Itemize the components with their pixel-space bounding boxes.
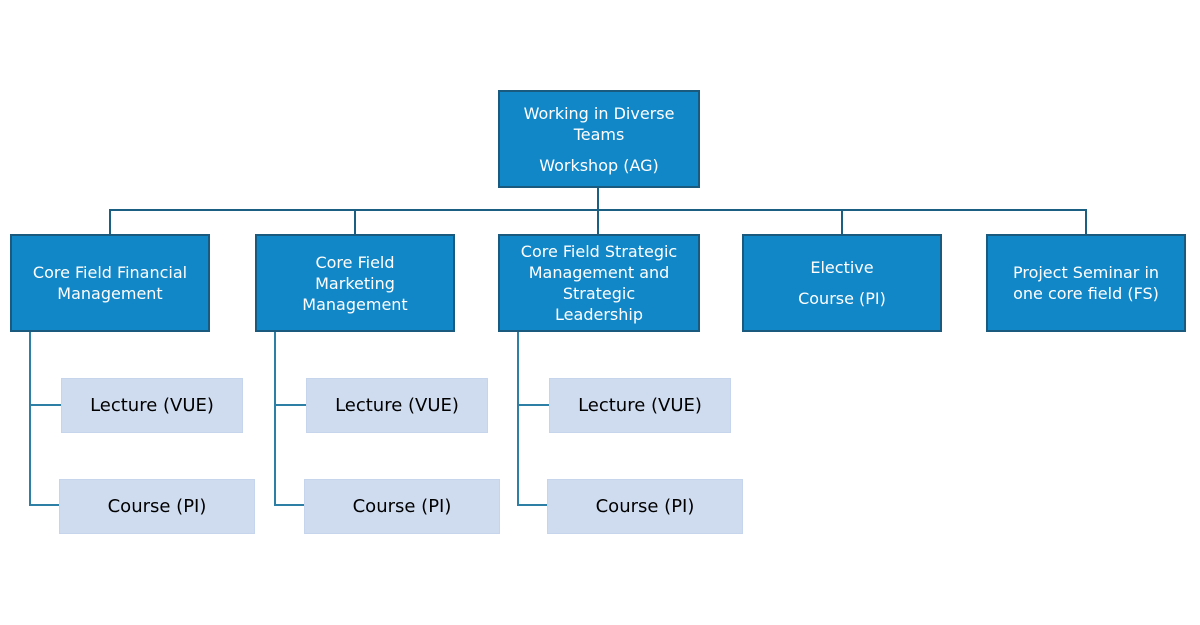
connector-col2-course-stub — [274, 504, 304, 506]
connector-stub-branch-3 — [597, 209, 599, 234]
node-strategic-lecture: Lecture (VUE) — [549, 378, 731, 433]
node-label-line: Leadership — [555, 305, 643, 324]
node-label-line: Lecture (VUE) — [335, 394, 459, 416]
node-elective: Elective Course (PI) — [742, 234, 942, 332]
connector-col3-lecture-stub — [517, 404, 549, 406]
connector-stub-branch-4 — [841, 209, 843, 234]
node-marketing-course: Course (PI) — [304, 479, 500, 534]
node-core-field-financial-management: Core Field Financial Management — [10, 234, 210, 332]
node-label-line: Management — [57, 284, 163, 303]
connector-col2-vertical — [274, 332, 276, 506]
connector-stub-branch-1 — [109, 209, 111, 234]
node-financial-course: Course (PI) — [59, 479, 255, 534]
node-label-line: Management and — [528, 263, 670, 282]
connector-col1-lecture-stub — [29, 404, 61, 406]
node-core-field-marketing-management: Core Field Marketing Management — [255, 234, 455, 332]
node-label-line: Teams — [573, 124, 625, 144]
node-label-line: Management — [302, 294, 408, 314]
node-strategic-course: Course (PI) — [547, 479, 743, 534]
node-label-line: Course (PI) — [595, 495, 695, 517]
node-label-line: Project Seminar in — [1012, 263, 1160, 282]
node-project-seminar: Project Seminar in one core field (FS) — [986, 234, 1186, 332]
node-label-line: Lecture (VUE) — [90, 394, 214, 416]
connector-stub-branch-2 — [354, 209, 356, 234]
node-label-line: Core Field Strategic — [520, 242, 678, 261]
node-label-line: Course (PI) — [107, 495, 207, 517]
connector-stub-branch-5 — [1085, 209, 1087, 234]
node-label-line: Marketing — [315, 273, 395, 293]
node-marketing-lecture: Lecture (VUE) — [306, 378, 488, 433]
connector-col3-course-stub — [517, 504, 547, 506]
connector-col1-vertical — [29, 332, 31, 506]
node-label-line: Working in Diverse — [523, 103, 675, 123]
node-financial-lecture: Lecture (VUE) — [61, 378, 243, 433]
connector-col1-course-stub — [29, 504, 59, 506]
node-label-line: Lecture (VUE) — [578, 394, 702, 416]
node-label-line: Course (PI) — [352, 495, 452, 517]
node-label-line: one core field (FS) — [1013, 284, 1159, 303]
node-workshop-root: Working in Diverse Teams Workshop (AG) — [498, 90, 700, 188]
connector-col3-vertical — [517, 332, 519, 506]
node-sublabel: Workshop (AG) — [539, 155, 659, 175]
connector-col2-lecture-stub — [274, 404, 306, 406]
node-label-line: Core Field Financial — [32, 263, 188, 282]
node-label-line: Strategic — [562, 284, 636, 303]
node-core-field-strategic-management: Core Field Strategic Management and Stra… — [498, 234, 700, 332]
node-label-line: Elective — [810, 258, 874, 277]
node-sublabel: Course (PI) — [798, 289, 886, 308]
node-label-line: Core Field — [315, 252, 395, 272]
connector-root-drop — [597, 188, 599, 211]
